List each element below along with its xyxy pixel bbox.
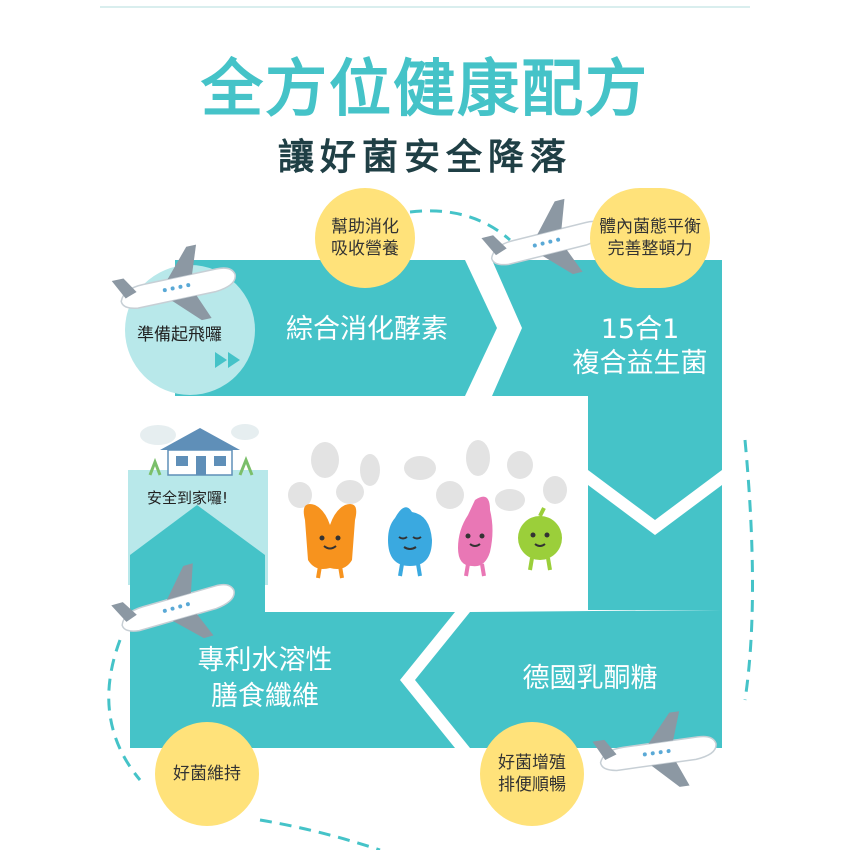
- bubble-maintain-text: 好菌維持: [173, 764, 241, 784]
- page-subtitle: 讓好菌安全降落: [277, 137, 572, 178]
- flight-path-left: [107, 639, 142, 781]
- enzyme-label: 綜合消化酵素: [286, 314, 448, 345]
- bubble-grow-line1: 好菌增殖: [498, 753, 566, 773]
- lactulose-label: 德國乳酮糖: [522, 663, 658, 694]
- bubble-digest-line1: 幫助消化: [331, 217, 399, 237]
- top-divider: [100, 6, 750, 8]
- play-arrows-icon: [215, 352, 227, 368]
- fiber-label-line1: 專利水溶性: [197, 645, 333, 676]
- bacteria-character-icon: [303, 504, 357, 579]
- flight-path-bottom: [259, 818, 381, 850]
- background-bacteria: [288, 440, 567, 511]
- airplane-icon: [111, 563, 235, 639]
- bubble-balance-line1: 體內菌態平衡: [599, 217, 701, 237]
- airplane-icon: [481, 198, 606, 275]
- flight-path-top: [409, 209, 511, 242]
- airplane-icon: [111, 244, 236, 321]
- character-panel: [268, 400, 586, 610]
- probiotic-label-line2: 複合益生菌: [572, 348, 708, 379]
- start-label: 準備起飛囉: [137, 325, 222, 345]
- bubble-balance: 體內菌態平衡完善整頓力: [590, 188, 710, 288]
- chevron-lactulose-top: [588, 485, 722, 610]
- bubble-grow-line2: 排便順暢: [498, 775, 566, 795]
- bacteria-character-icon: [458, 496, 493, 577]
- bubble-digest-line2: 吸收營養: [331, 239, 399, 259]
- home-label: 安全到家囉!: [147, 489, 229, 507]
- probiotic-label-line1: 15合1: [600, 314, 680, 345]
- bacteria-character-icon: [518, 507, 562, 571]
- bubble-balance-line2: 完善整頓力: [607, 239, 693, 259]
- chevron-probiotic: [492, 260, 722, 520]
- fiber-label-line2: 膳食纖維: [211, 681, 319, 712]
- bubble-maintain: 好菌維持: [155, 722, 259, 826]
- flight-path-right: [743, 439, 754, 701]
- house-icon: [140, 424, 259, 476]
- bacteria-character-icon: [388, 507, 432, 577]
- chevron-lactulose: [415, 610, 722, 748]
- chevron-enzyme: [175, 260, 497, 396]
- airplane-icon: [592, 711, 717, 787]
- bubble-digest: 幫助消化吸收營養: [315, 188, 415, 288]
- chevron-fiber: [130, 612, 455, 748]
- bubble-grow: 好菌增殖排便順暢: [480, 722, 584, 826]
- page-title: 全方位健康配方: [200, 52, 649, 125]
